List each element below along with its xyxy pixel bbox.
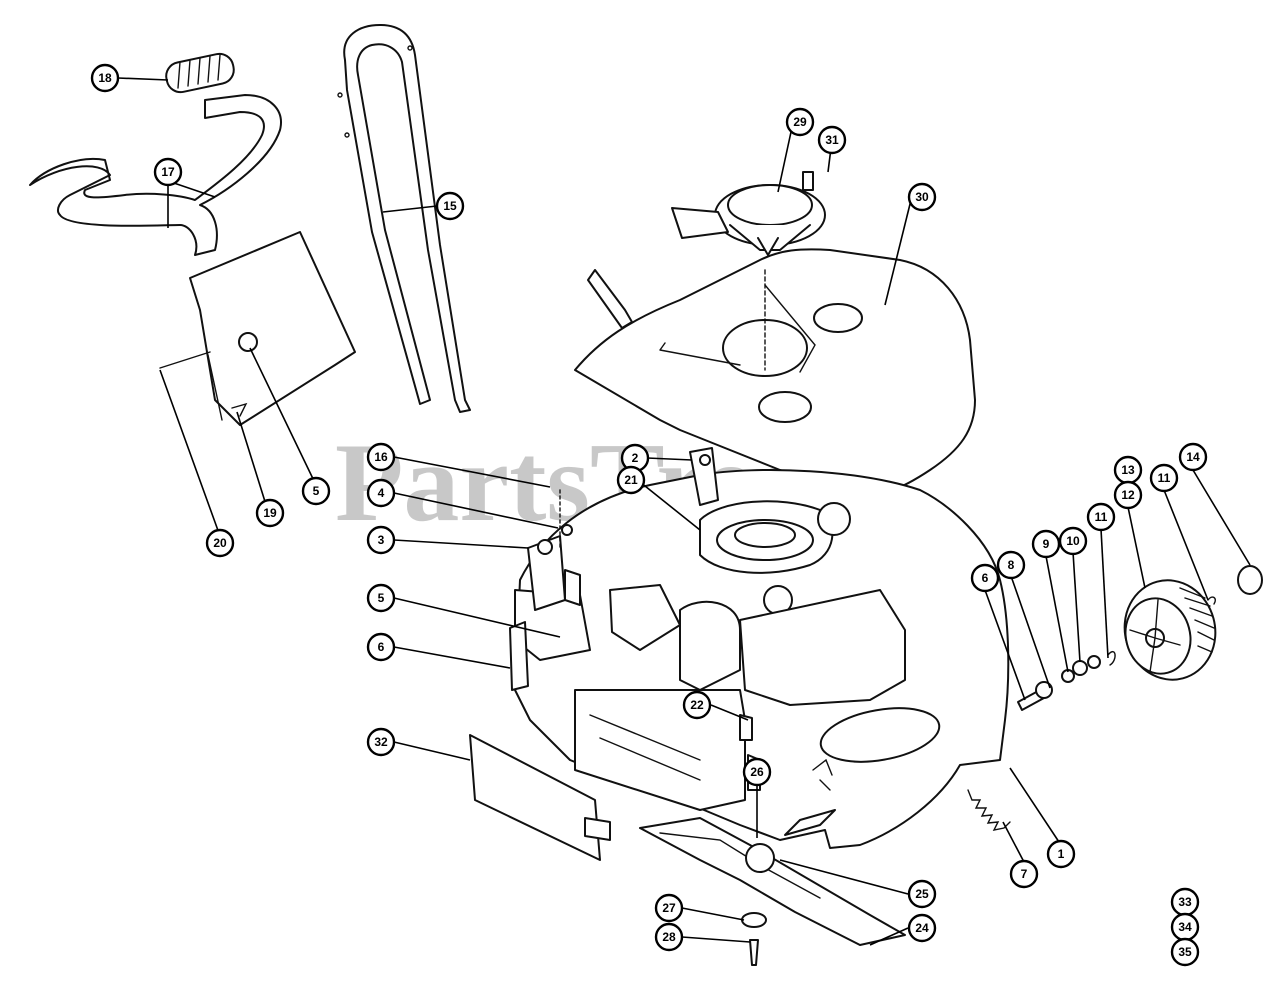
svg-text:11: 11	[1095, 510, 1108, 524]
upper-handle-drawing	[337, 24, 633, 413]
svg-text:33: 33	[1178, 895, 1192, 909]
callout-6-wheel: 6	[970, 563, 1000, 593]
svg-text:5: 5	[378, 591, 385, 605]
callout-31: 31	[817, 125, 847, 155]
svg-text:7: 7	[1021, 867, 1028, 881]
callout-30: 30	[907, 182, 937, 212]
svg-text:1: 1	[1058, 847, 1065, 861]
air-cleaner-drawing	[671, 171, 826, 256]
callout-1: 1	[1046, 839, 1076, 869]
svg-text:18: 18	[98, 71, 112, 85]
mower-deck-drawing	[514, 469, 1010, 849]
callout-32: 32	[366, 727, 396, 757]
svg-text:27: 27	[662, 901, 676, 915]
callout-19: 19	[255, 498, 285, 528]
svg-text:34: 34	[1178, 920, 1192, 934]
callout-9: 9	[1031, 529, 1061, 559]
callout-10: 10	[1058, 526, 1088, 556]
callout-13: 13	[1113, 455, 1143, 485]
svg-text:6: 6	[982, 571, 989, 585]
svg-text:26: 26	[750, 765, 764, 779]
callout-25: 25	[907, 879, 937, 909]
callout-29: 29	[785, 107, 815, 137]
svg-text:9: 9	[1043, 537, 1050, 551]
svg-text:5: 5	[313, 484, 320, 498]
callout-22: 22	[682, 690, 712, 720]
svg-text:19: 19	[263, 506, 277, 520]
callout-4: 4	[366, 478, 396, 508]
svg-text:25: 25	[915, 887, 929, 901]
svg-text:31: 31	[825, 133, 839, 147]
svg-text:17: 17	[161, 165, 175, 179]
callout-3: 3	[366, 525, 396, 555]
svg-text:6: 6	[378, 640, 385, 654]
callout-18: 18	[90, 63, 120, 93]
svg-text:13: 13	[1121, 463, 1135, 477]
svg-text:4: 4	[378, 486, 385, 500]
svg-text:32: 32	[374, 735, 388, 749]
svg-text:15: 15	[443, 199, 457, 213]
svg-text:28: 28	[662, 930, 676, 944]
svg-text:14: 14	[1186, 450, 1200, 464]
callout-5-handle: 295	[301, 476, 331, 506]
callout-24: 24	[907, 913, 937, 943]
callout-14: 14	[1178, 442, 1208, 472]
lower-handle-drawing	[29, 52, 356, 426]
svg-text:8: 8	[1008, 558, 1015, 572]
callout-34: 34	[1170, 912, 1200, 942]
callout-20: 20	[205, 528, 235, 558]
wheel-assembly-drawing	[509, 565, 1263, 711]
svg-text:30: 30	[915, 190, 929, 204]
callout-15: 15	[435, 191, 465, 221]
callout-6-deck: 6	[366, 632, 396, 662]
callout-7: 7	[1009, 859, 1039, 889]
callout-28: 28	[654, 922, 684, 952]
svg-text:29: 29	[793, 115, 807, 129]
callout-12: 12	[1113, 480, 1143, 510]
callout-11-inner: 11	[1086, 502, 1116, 532]
svg-text:3: 3	[378, 533, 385, 547]
spring-drawing	[967, 789, 1011, 831]
callout-16: 16	[366, 442, 396, 472]
svg-text:35: 35	[1178, 945, 1192, 959]
svg-text:22: 22	[690, 698, 704, 712]
svg-text:11: 11	[1158, 471, 1171, 485]
svg-text:12: 12	[1121, 488, 1135, 502]
svg-text:21: 21	[624, 473, 638, 487]
svg-text:24: 24	[915, 921, 929, 935]
callout-27: 27	[654, 893, 684, 923]
callout-5-deck: 5	[366, 583, 396, 613]
callout-26: 26	[742, 757, 772, 787]
height-brackets-drawing	[527, 447, 719, 611]
callout-33: 33	[1170, 887, 1200, 917]
baffle-drawing	[469, 734, 611, 861]
callout-35: 35	[1170, 937, 1200, 967]
callout-11-outer: 11	[1149, 463, 1179, 493]
callout-8: 8	[996, 550, 1026, 580]
callout-21: 21	[616, 465, 646, 495]
svg-text:20: 20	[213, 536, 227, 550]
callout-17: 17	[153, 157, 183, 187]
svg-text:2: 2	[632, 451, 639, 465]
svg-text:16: 16	[374, 450, 388, 464]
svg-text:10: 10	[1066, 534, 1080, 548]
